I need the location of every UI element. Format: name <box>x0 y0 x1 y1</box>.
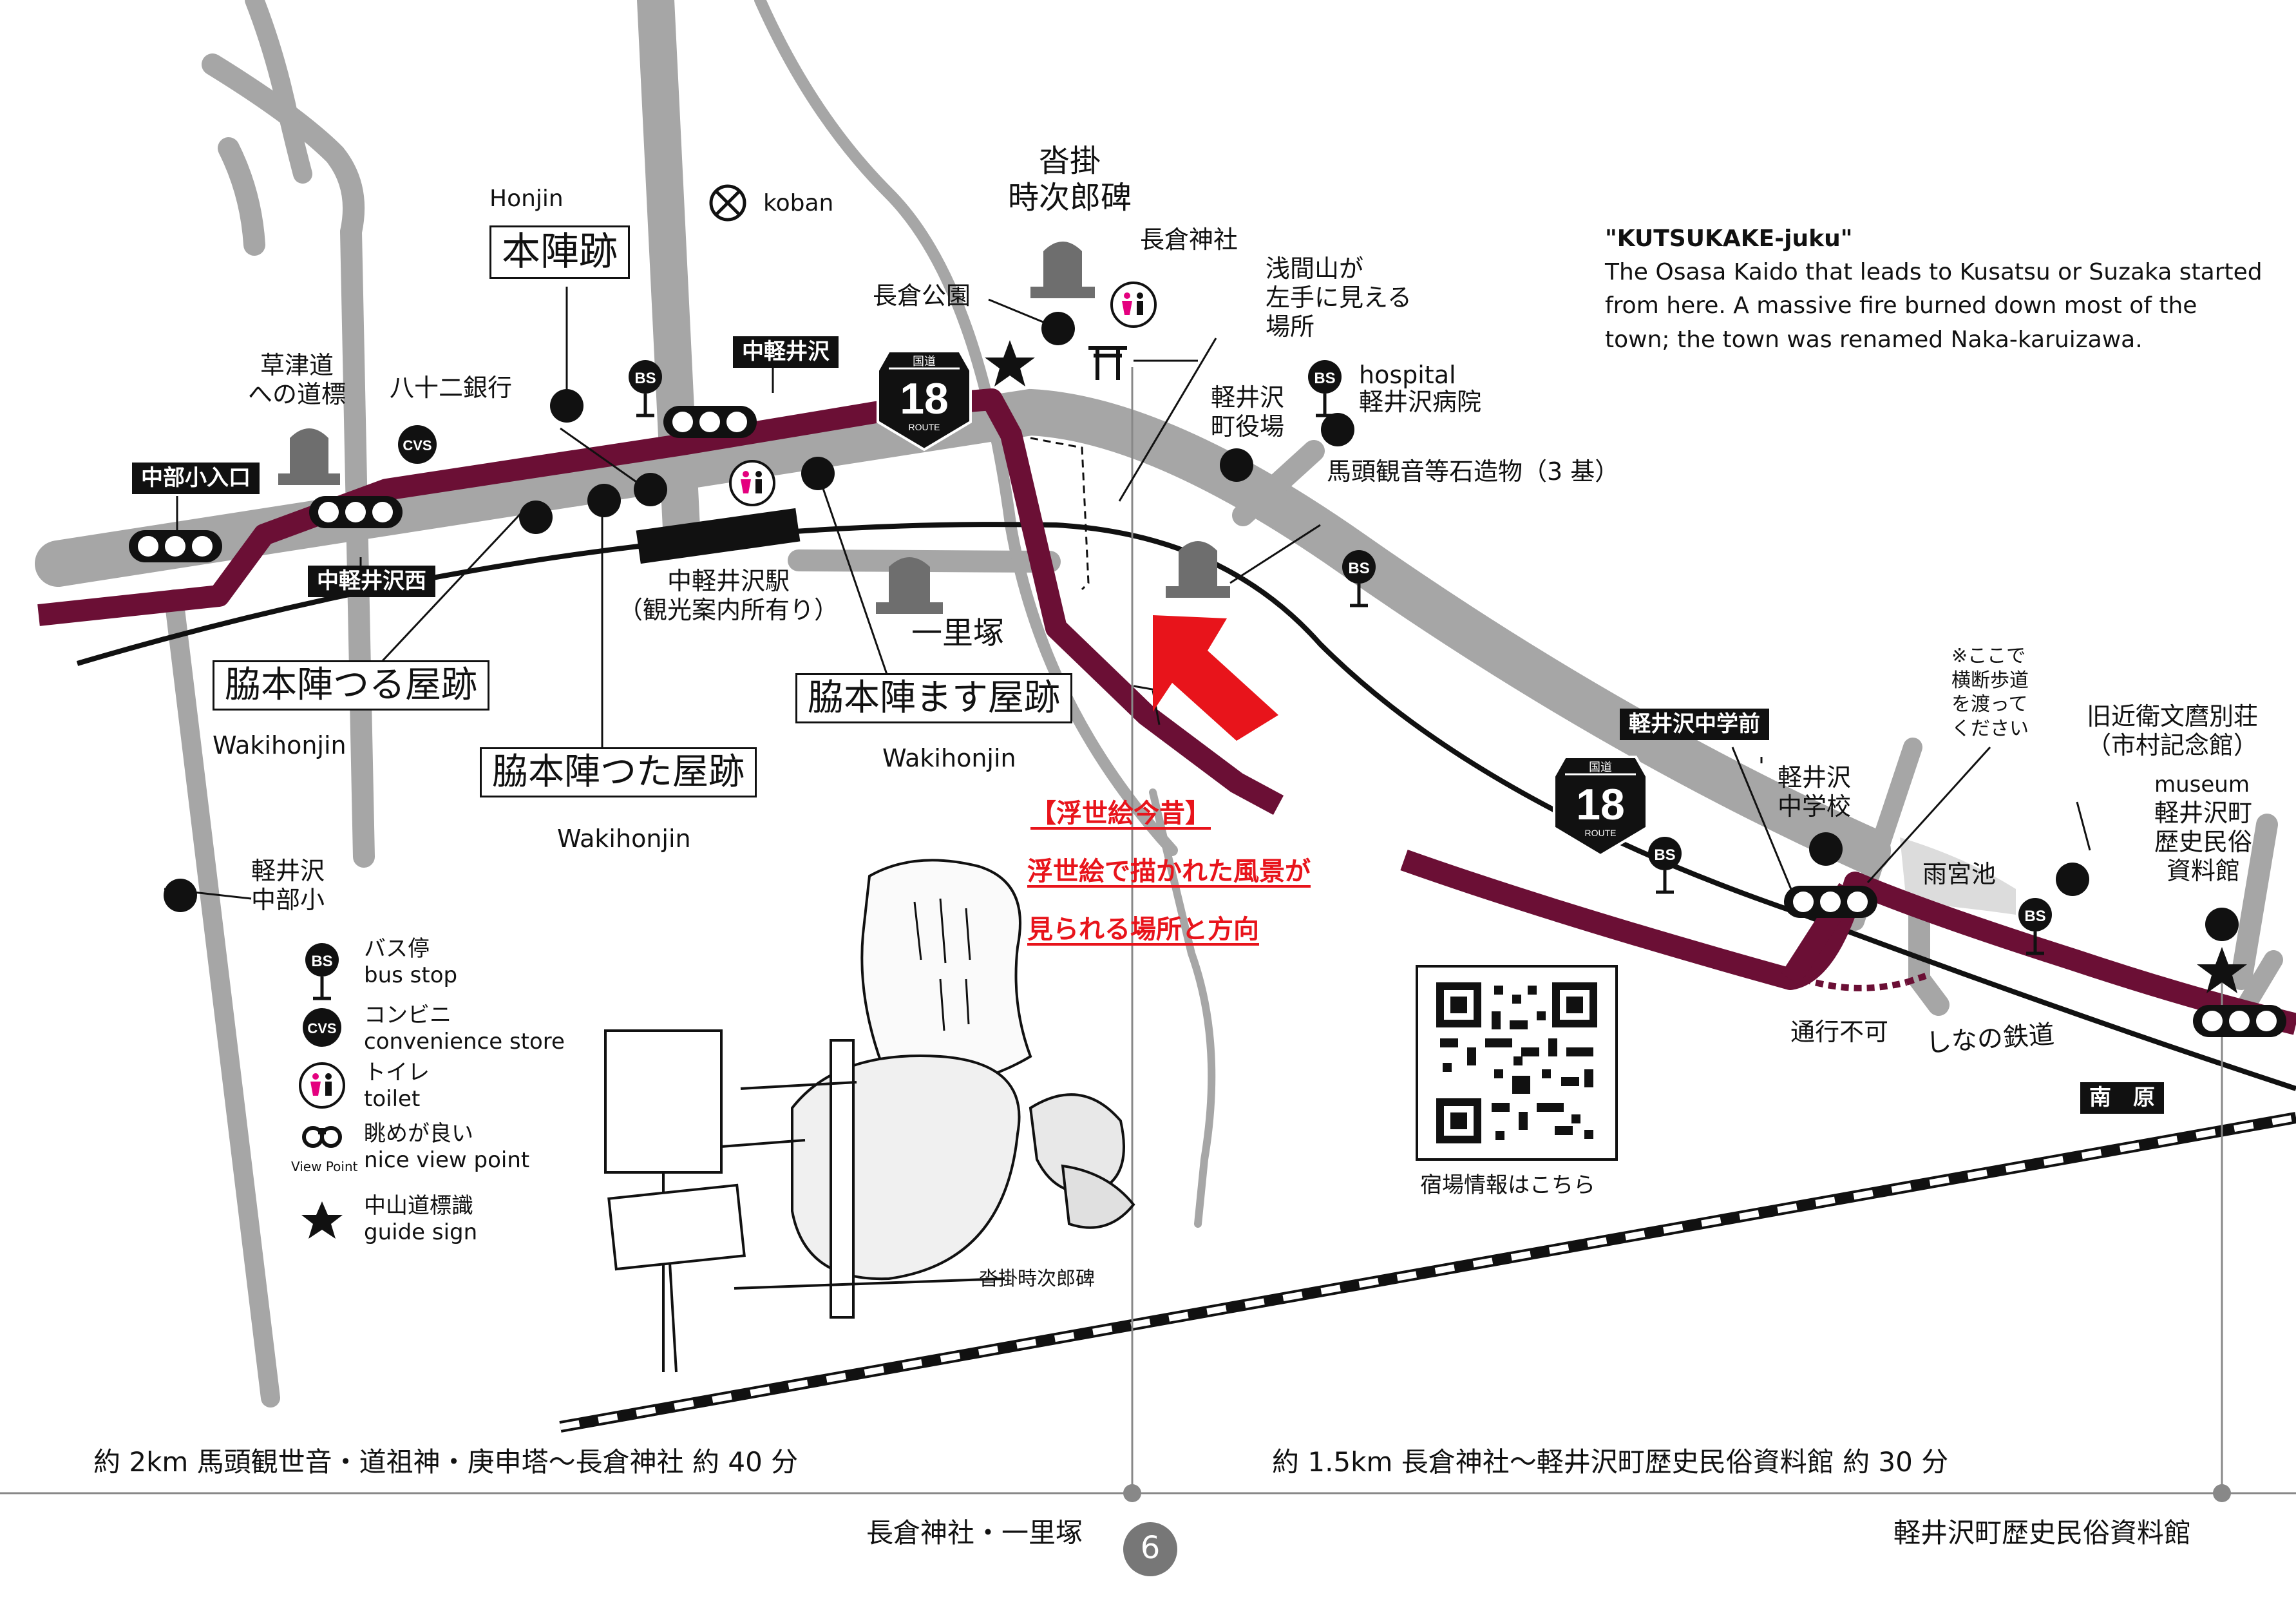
crossing-note: ※ここで 横断歩道 を渡って ください <box>1951 645 2029 740</box>
town-office-label: 軽井沢 町役場 <box>1211 383 1285 441</box>
koban-label: koban <box>763 190 834 216</box>
tag-karuizawa-chugakumae: 軽井沢中学前 <box>1620 709 1769 740</box>
footer-dot-left <box>1123 1484 1141 1502</box>
guide-sign-stars <box>985 340 2247 993</box>
hospital-en-label: hospital <box>1359 361 1456 389</box>
bus-stop-icons: BS BS BS BS BS <box>629 360 2052 955</box>
svg-text:ROUTE: ROUTE <box>1585 828 1617 838</box>
page-number: 6 <box>1140 1530 1161 1566</box>
ukiyoe-title: 【浮世絵今昔】 <box>1030 799 1211 828</box>
svg-text:CVS: CVS <box>307 1020 336 1036</box>
wakihonjin-masuya-box: 脇本陣ます屋跡 <box>795 673 1072 724</box>
wakihonjin-en-label-3: Wakihonjin <box>557 825 691 853</box>
svg-text:CVS: CVS <box>403 437 432 453</box>
no-passage-dashed <box>1802 976 1908 991</box>
chubu-elementary-label: 軽井沢 中部小 <box>251 857 325 914</box>
kusatsu-sign-label: 草津道 への道標 <box>248 351 346 408</box>
bus-stop-label: BS <box>1654 846 1675 864</box>
bus-stop-label: BS <box>1314 370 1335 387</box>
bus-stop-label: BS <box>1348 560 1369 577</box>
traffic-signals <box>129 406 2286 1037</box>
honjin-site-box: 本陣跡 <box>489 225 630 279</box>
monument-sketch <box>604 859 1135 1373</box>
shinano-railway-line <box>76 522 2296 1091</box>
museum-en-label: museum <box>2154 772 2250 797</box>
legend-icons: BS CVS <box>299 943 345 1239</box>
svg-text:国道: 国道 <box>1589 761 1612 774</box>
footer-right-station: 軽井沢町歴史民俗資料館 <box>1893 1517 2192 1549</box>
stone-statues-label: 馬頭観音等石造物（3 基） <box>1327 457 1620 486</box>
asama-view-label: 浅間山が 左手に見える 場所 <box>1266 254 1412 341</box>
info-title: "KUTSUKAKE-juku" <box>1605 225 1853 252</box>
footpath-dashed <box>1030 437 1090 591</box>
wakihonjin-en-label-1: Wakihonjin <box>213 731 346 759</box>
karuizawa-jhs-label: 軽井沢 中学校 <box>1778 763 1852 821</box>
museum-jp-label: 軽井沢町 歴史民俗 資料館 <box>2154 799 2253 885</box>
tag-chubu-sho-iriguchi: 中部小入口 <box>132 463 260 494</box>
svg-text:BS: BS <box>311 953 332 970</box>
info-body: The Osasa Kaido that leads to Kusatsu or… <box>1605 259 2263 353</box>
hospital-jp-label: 軽井沢病院 <box>1359 388 1482 416</box>
tag-naka-karuizawa: 中軽井沢 <box>733 336 839 368</box>
tag-naka-karuizawa-nishi: 中軽井沢西 <box>308 566 435 597</box>
nagakura-park-label: 長倉公園 <box>873 282 971 310</box>
qr-caption: 宿場情報はこちら <box>1420 1172 1595 1198</box>
poi-dots <box>164 312 2239 941</box>
naka-karuizawa-station-label: 中軽井沢駅 （観光案内所有り） <box>618 567 839 624</box>
ichirizuka-label: 一里塚 <box>911 615 1005 651</box>
statue-caption: 沓掛時次郎碑 <box>979 1268 1095 1290</box>
bus-stop-label: BS <box>2024 908 2045 925</box>
footer-left-distance: 約 2km 馬頭観世音・道祖神・庚申塔〜長倉神社 約 40 分 <box>93 1446 799 1478</box>
koban-icon <box>709 184 746 222</box>
footer-dot-right <box>2213 1484 2231 1502</box>
svg-text:国道: 国道 <box>913 355 936 368</box>
konoe-villa-label: 旧近衛文麿別荘 （市村記念館） <box>2087 702 2259 759</box>
naka-karuizawa-station-block <box>636 508 801 564</box>
qr-code <box>1416 965 1618 1161</box>
stone-monuments <box>278 242 1230 614</box>
ukiyoe-line-1: 浮世絵で描かれた風景が <box>1027 857 1311 886</box>
page-number-circle <box>1123 1522 1177 1576</box>
footer-left-station: 長倉神社・一里塚 <box>866 1517 1083 1549</box>
svg-text:ROUTE: ROUTE <box>909 422 940 432</box>
view-direction-arrow <box>1153 615 1278 741</box>
ukiyoe-line-2: 見られる場所と方向 <box>1027 915 1259 944</box>
cvs-icon: CVS <box>398 425 437 464</box>
route-18-shields: 国道 18 ROUTE 国道 18 ROUTE <box>877 350 1648 857</box>
wakihonjin-en-label-2: Wakihonjin <box>882 744 1016 772</box>
hachijuni-bank-label: 八十二銀行 <box>390 374 513 402</box>
wakihonjin-tsuruya-box: 脇本陣つる屋跡 <box>213 660 489 711</box>
nagakura-shrine-label: 長倉神社 <box>1140 225 1238 254</box>
kutsukake-monument-label: 沓掛 時次郎碑 <box>1008 143 1132 216</box>
wakihonjin-tsutaya-box: 脇本陣つた屋跡 <box>480 747 757 798</box>
tag-minamihara: 南 原 <box>2080 1082 2164 1114</box>
amemiya-pond-area <box>1900 837 2016 915</box>
shinkansen-line-dash <box>560 1114 2296 1430</box>
no-passage-label: 通行不可 <box>1790 1018 1889 1046</box>
bus-stop-label: BS <box>634 370 656 387</box>
view-point-icon-label: View Point <box>291 1159 358 1174</box>
svg-text:18: 18 <box>900 374 949 423</box>
honjin-en-label: Honjin <box>489 186 564 212</box>
toilet-icons <box>729 282 1157 506</box>
svg-text:18: 18 <box>1576 780 1625 829</box>
footer-right-distance: 約 1.5km 長倉神社〜軽井沢町歴史民俗資料館 約 30 分 <box>1272 1446 1949 1478</box>
amemiya-pond-label: 雨宮池 <box>1922 860 1997 888</box>
kutsukake-info: "KUTSUKAKE-juku" The Osasa Kaido that le… <box>1605 222 2263 357</box>
torii-icon <box>1088 346 1127 380</box>
